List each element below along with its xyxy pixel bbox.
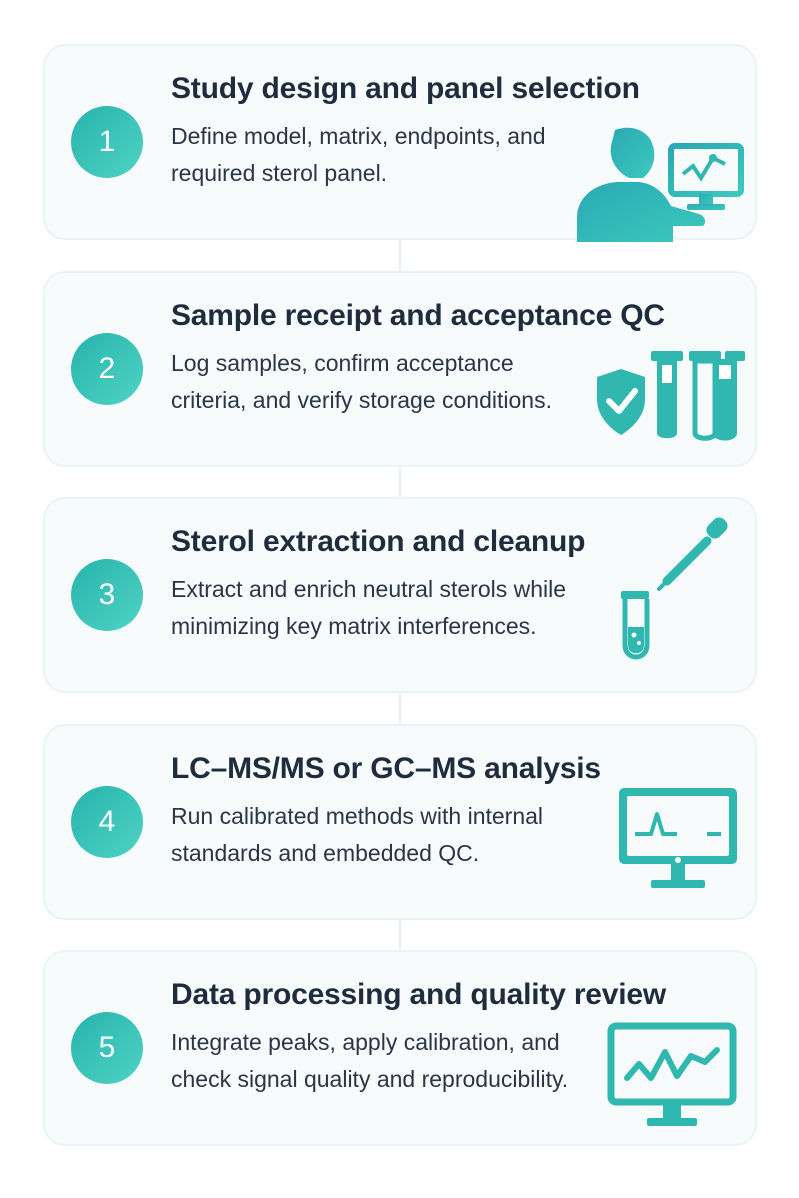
step-title: Data processing and quality review (171, 978, 667, 1011)
step-card-3: 3 Sterol extraction and cleanup Extract … (43, 497, 757, 693)
signal-monitor-icon (607, 1022, 737, 1126)
step-number-badge: 3 (71, 559, 143, 631)
step-card-5: 5 Data processing and quality review Int… (43, 950, 757, 1146)
step-number-badge: 5 (71, 1012, 143, 1084)
step-description: Log samples, confirm acceptance criteria… (171, 350, 552, 413)
step-title: LC–MS/MS or GC–MS analysis (171, 752, 601, 785)
test-tube-icon (713, 359, 737, 441)
step-number-badge: 1 (71, 106, 143, 178)
step-description: Define model, matrix, endpoints, and req… (171, 123, 546, 186)
pipette-test-tube-icon (621, 517, 728, 660)
step-title: Study design and panel selection (171, 72, 640, 105)
step-title: Sample receipt and acceptance QC (171, 299, 665, 332)
step-card-4: 4 LC–MS/MS or GC–MS analysis Run calibra… (43, 724, 757, 920)
step-description: Run calibrated methods with internal sta… (171, 803, 544, 866)
step-card-1: 1 Study design and panel selection Defin… (43, 44, 757, 242)
step-number-badge: 2 (71, 333, 143, 405)
step-title: Sterol extraction and cleanup (171, 525, 586, 558)
step-description: Extract and enrich neutral sterols while… (171, 576, 567, 639)
chromatogram-monitor-icon (619, 788, 737, 888)
step-card-2: 2 Sample receipt and acceptance QC Log s… (43, 271, 757, 467)
step-description: Integrate peaks, apply calibration, and … (171, 1029, 569, 1092)
step-number-badge: 4 (71, 786, 143, 858)
person-at-computer-icon (577, 127, 744, 242)
